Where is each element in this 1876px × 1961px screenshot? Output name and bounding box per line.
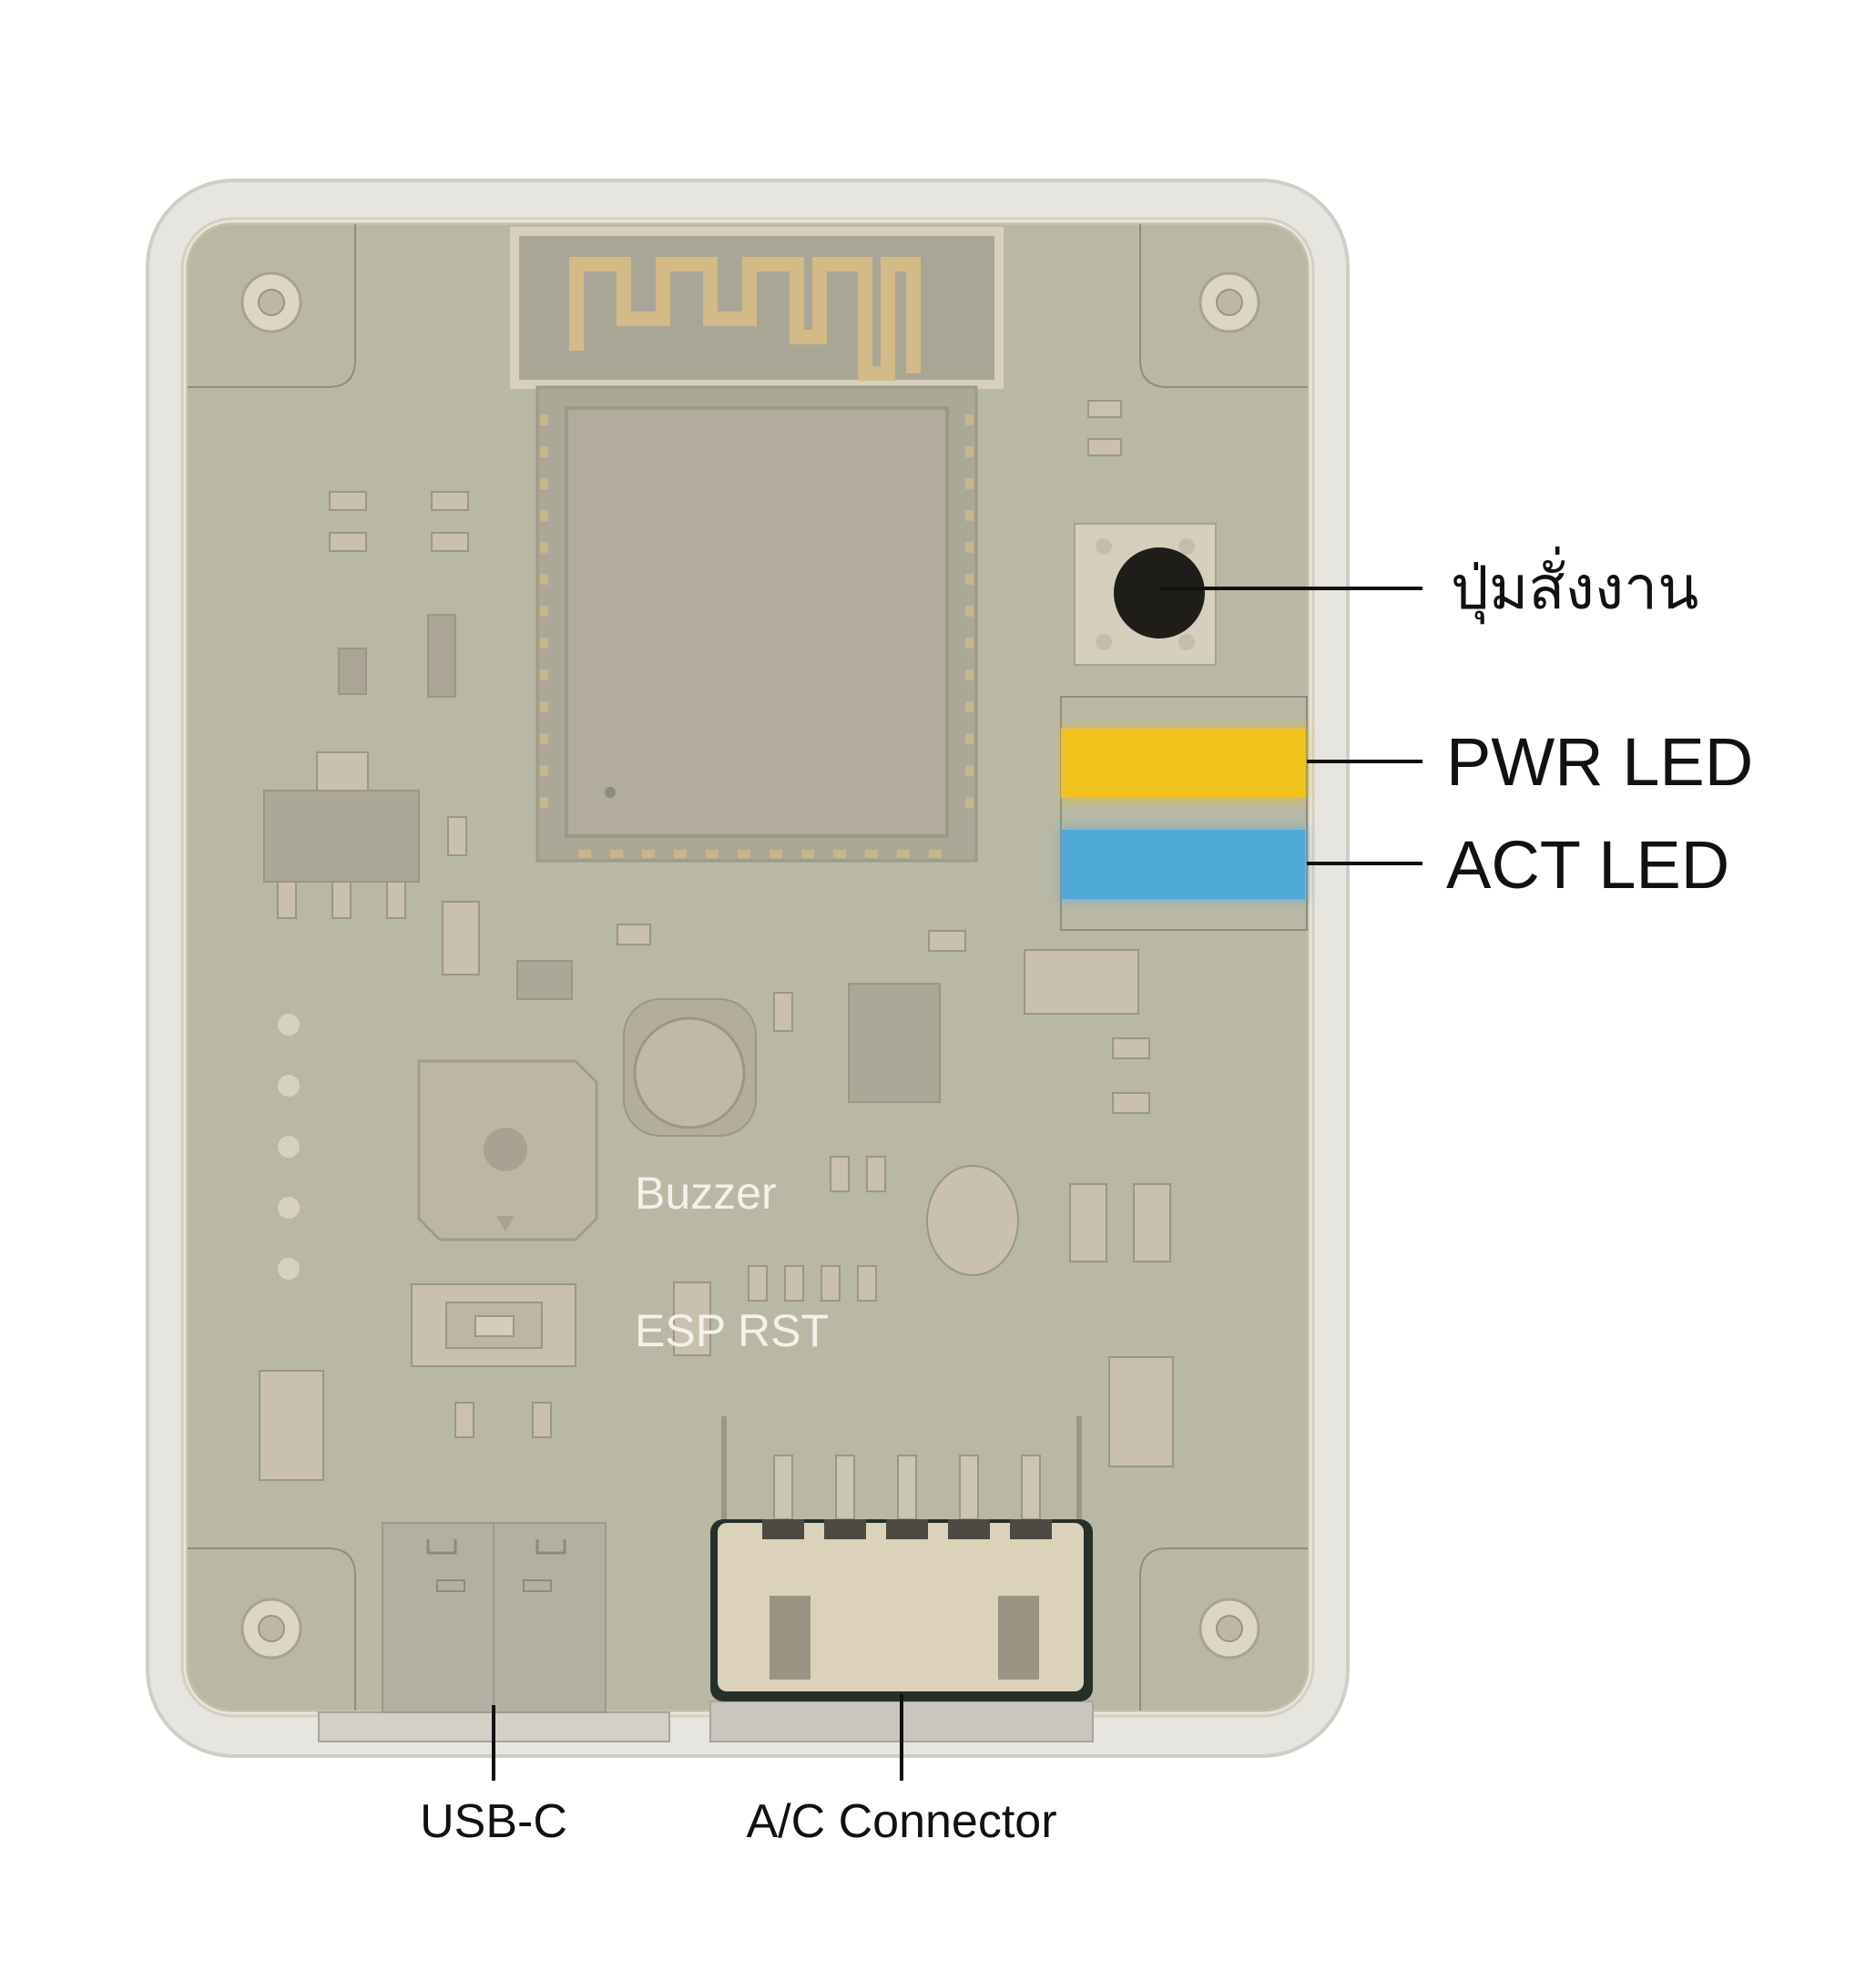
mounting-holes — [240, 271, 1260, 1660]
button-label: ปุ่มสั่งงาน — [1451, 546, 1698, 625]
esp-module — [510, 227, 1004, 863]
leader-lines — [492, 587, 1422, 1781]
esp-rst-label: ESP RST — [635, 1305, 829, 1356]
usb-c-label: USB-C — [420, 1795, 567, 1848]
pwr-led-label: PWR LED — [1446, 724, 1753, 800]
yellow-led-icon — [1061, 729, 1305, 798]
buzzer-label: Buzzer — [635, 1168, 777, 1219]
smd-components — [259, 400, 1174, 1481]
blue-led-icon — [1061, 830, 1305, 899]
test-points — [278, 1014, 300, 1280]
buzzer — [417, 1059, 598, 1241]
ac-connector-label: A/C Connector — [746, 1795, 1056, 1848]
capacitor — [623, 998, 757, 1137]
tactile-button-icon — [1074, 523, 1217, 666]
led-area — [1060, 696, 1308, 931]
act-led-label: ACT LED — [1446, 827, 1729, 903]
ac-connector — [709, 1416, 1094, 1742]
